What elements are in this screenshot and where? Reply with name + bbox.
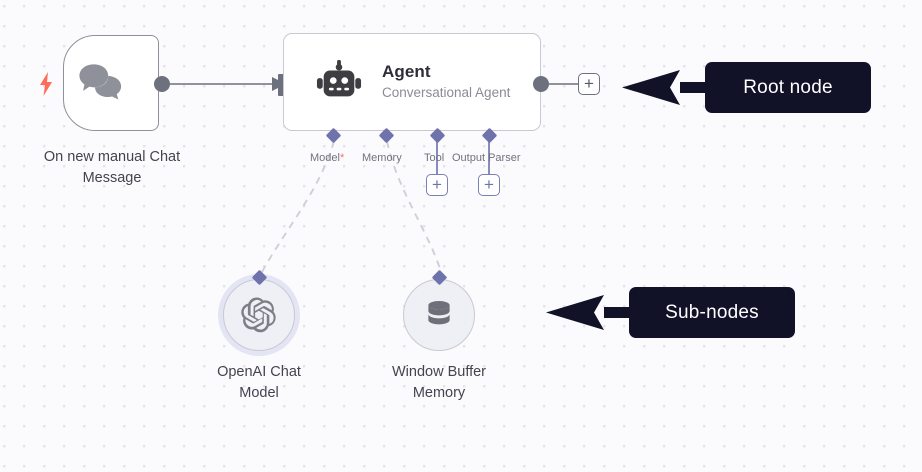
node-chat-trigger[interactable] bbox=[63, 35, 159, 131]
root-node-arrow-icon bbox=[622, 70, 707, 105]
trigger-output-port[interactable] bbox=[154, 76, 170, 92]
callout-sub-nodes: Sub-nodes bbox=[629, 287, 795, 338]
agent-port-tool-add-button[interactable]: + bbox=[426, 174, 448, 196]
lightning-bolt-icon bbox=[38, 72, 54, 96]
database-icon bbox=[428, 300, 450, 325]
node-label-window-buffer-memory: Window Buffer Memory bbox=[391, 364, 487, 401]
required-asterisk-icon: * bbox=[339, 152, 345, 164]
node-window-buffer-memory[interactable] bbox=[403, 279, 475, 351]
callout-sub-nodes-text: Sub-nodes bbox=[665, 301, 759, 323]
node-label-chat-trigger: On new manual Chat Message bbox=[43, 149, 181, 186]
node-label-openai-chat-model: OpenAI Chat Model bbox=[217, 364, 301, 401]
node-openai-chat-model[interactable] bbox=[223, 279, 295, 351]
callout-root-node-text: Root node bbox=[743, 76, 833, 98]
robot-icon bbox=[316, 59, 362, 97]
agent-subtitle: Conversational Agent bbox=[382, 85, 511, 100]
sub-nodes-arrow-icon bbox=[546, 295, 631, 330]
plus-icon: + bbox=[584, 74, 594, 93]
plus-icon: + bbox=[432, 175, 442, 194]
agent-port-label-tool: Tool bbox=[424, 152, 445, 164]
openai-logo-icon bbox=[241, 297, 276, 333]
agent-text-block: Agent Conversational Agent bbox=[382, 62, 510, 101]
agent-port-label-output-parser: Output Parser bbox=[452, 152, 521, 164]
agent-port-label-model: Model* bbox=[310, 153, 344, 164]
agent-title: Agent bbox=[382, 62, 431, 82]
agent-port-output-parser-add-button[interactable]: + bbox=[478, 174, 500, 196]
port-name-model: Model bbox=[310, 152, 340, 164]
callout-root-node: Root node bbox=[705, 62, 871, 113]
agent-output-add-button[interactable]: + bbox=[578, 73, 600, 95]
node-agent[interactable]: Agent Conversational Agent bbox=[283, 33, 541, 131]
chat-bubbles-icon bbox=[79, 64, 122, 100]
agent-output-port[interactable] bbox=[533, 76, 549, 92]
agent-port-label-memory: Memory bbox=[362, 152, 402, 164]
plus-icon: + bbox=[484, 175, 494, 194]
